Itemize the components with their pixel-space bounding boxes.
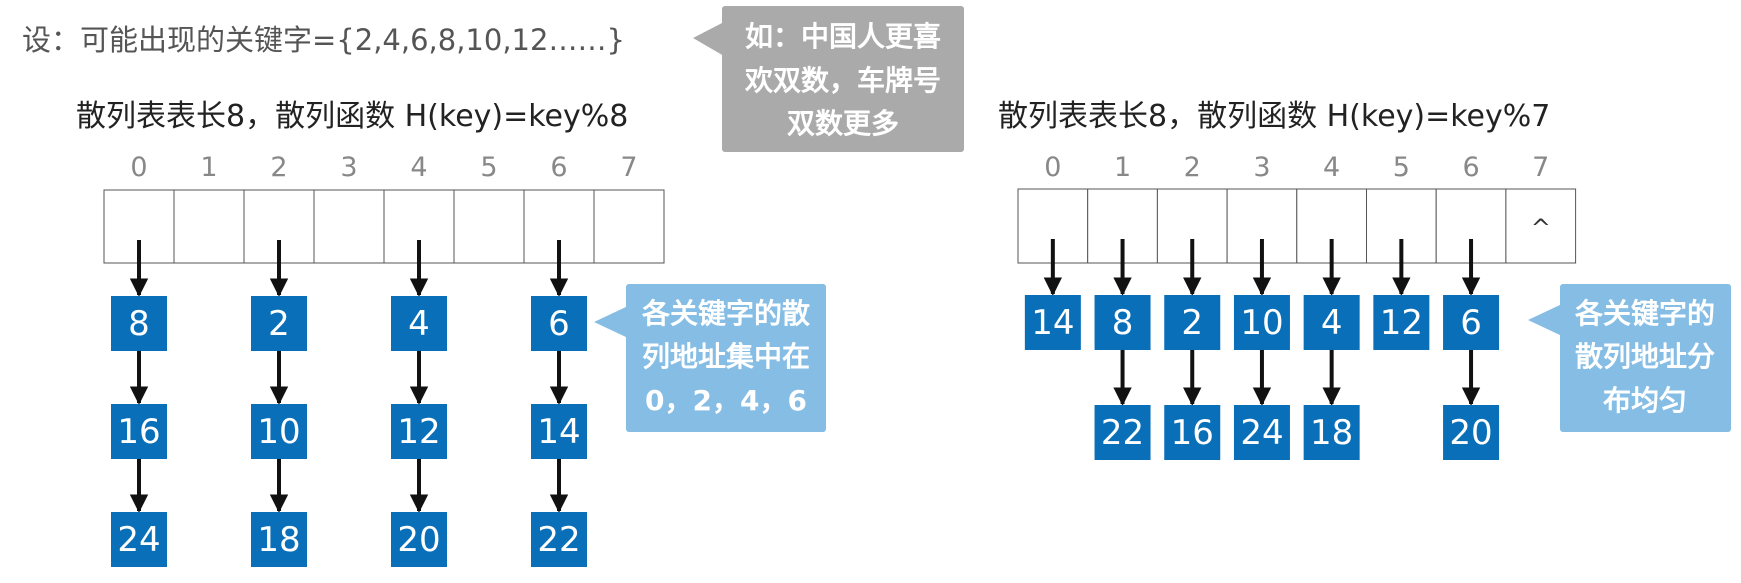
chain-node-key: 4 — [408, 304, 430, 344]
right-callout-pointer — [1528, 304, 1562, 336]
chain-node-key: 14 — [1031, 303, 1074, 343]
tooltip-top-line-1: 如：中国人更喜 — [745, 20, 941, 53]
slot-index-label: 2 — [270, 152, 287, 183]
chain-node-key: 2 — [268, 304, 290, 344]
chain-node-key: 4 — [1321, 303, 1343, 343]
left-callout-box — [626, 284, 826, 432]
chain-node — [251, 296, 307, 351]
slot-index-label: 6 — [550, 152, 567, 183]
empty-bucket-marker: ^ — [1531, 214, 1551, 242]
chain-node — [1024, 295, 1081, 350]
chain-node-key: 20 — [1449, 413, 1492, 453]
tooltip-top-line-3: 双数更多 — [787, 107, 899, 140]
chain-node — [531, 512, 587, 567]
chain-node — [391, 404, 447, 459]
slot-index-label: 1 — [1114, 152, 1131, 183]
chain-node — [1233, 295, 1290, 350]
chain-node — [1373, 295, 1430, 350]
chain-node — [1164, 295, 1221, 350]
chain-node-key: 12 — [397, 412, 440, 452]
chain-node-key: 12 — [1380, 303, 1423, 343]
chain-node — [1233, 405, 1290, 460]
chain-node — [1164, 405, 1221, 460]
slot-index-label: 4 — [1323, 152, 1340, 183]
chain-node — [391, 512, 447, 567]
right-table-title: 散列表表长8，散列函数 H(key)=key%7 — [998, 99, 1550, 134]
chain-node-key: 8 — [128, 304, 150, 344]
left-table-title: 散列表表长8，散列函数 H(key)=key%8 — [76, 99, 628, 134]
tooltip-top: 如：中国人更喜 欢双数，车牌号 双数更多 — [693, 6, 964, 152]
chain-node — [391, 296, 447, 351]
right-callout-line-1: 各关键字的 — [1574, 297, 1715, 330]
left-callout-line-3: 0，2，4，6 — [645, 384, 807, 417]
chain-node — [1094, 295, 1151, 350]
chain-node-key: 22 — [537, 520, 580, 560]
bucket-cell — [313, 189, 385, 264]
chain-node-key: 18 — [257, 520, 300, 560]
chain-node-key: 10 — [1240, 303, 1283, 343]
chain-node — [111, 512, 167, 567]
slot-index-label: 2 — [1184, 152, 1201, 183]
bucket-cell — [593, 189, 665, 264]
slot-index-label: 5 — [1393, 152, 1410, 183]
tooltip-top-line-2: 欢双数，车牌号 — [744, 64, 941, 97]
left-callout-line-1: 各关键字的散 — [641, 297, 810, 330]
slot-index-label: 7 — [1532, 152, 1549, 183]
slot-index-label: 4 — [410, 152, 427, 183]
chain-node-key: 20 — [397, 520, 440, 560]
chain-node-key: 10 — [257, 412, 300, 452]
chain-node — [251, 404, 307, 459]
chain-node — [531, 404, 587, 459]
right-callout-line-3: 布均匀 — [1603, 384, 1687, 417]
slot-index-label: 3 — [1253, 152, 1270, 183]
chain-node — [111, 404, 167, 459]
right-callout: 各关键字的 散列地址分 布均匀 — [1528, 284, 1731, 432]
chain-node-key: 14 — [537, 412, 580, 452]
bucket-cell — [173, 189, 245, 264]
right-callout-line-2: 散列地址分 — [1575, 340, 1715, 373]
slot-index-label: 6 — [1462, 152, 1479, 183]
premise-text: 设：可能出现的关键字={2,4,6,8,10,12……} — [22, 23, 625, 57]
chain-node — [111, 296, 167, 351]
chain-node — [1303, 405, 1360, 460]
slot-index-label: 1 — [200, 152, 217, 183]
slot-index-label: 0 — [1044, 152, 1061, 183]
tooltip-top-pointer — [693, 22, 724, 56]
chain-node — [1303, 295, 1360, 350]
chain-node-key: 18 — [1310, 413, 1353, 453]
chain-node — [1094, 405, 1151, 460]
chain-node-key: 24 — [117, 520, 160, 560]
slot-index-label: 5 — [480, 152, 497, 183]
chain-node — [251, 512, 307, 567]
chain-node-key: 22 — [1101, 413, 1144, 453]
slot-index-label: 3 — [340, 152, 357, 183]
left-callout: 各关键字的散 列地址集中在 0，2，4，6 — [594, 284, 826, 432]
chain-node-key: 8 — [1112, 303, 1134, 343]
slot-index-label: 0 — [130, 152, 147, 183]
slot-index-label: 7 — [620, 152, 637, 183]
chain-node-key: 16 — [117, 412, 160, 452]
chain-node-key: 2 — [1181, 303, 1203, 343]
chain-node-key: 6 — [548, 304, 570, 344]
left-callout-pointer — [594, 306, 628, 338]
right-callout-box — [1560, 284, 1731, 432]
left-callout-line-2: 列地址集中在 — [642, 340, 810, 373]
chain-node-key: 16 — [1171, 413, 1214, 453]
chain-node — [1443, 405, 1500, 460]
bucket-cell — [1505, 188, 1577, 264]
chain-node — [1443, 295, 1500, 350]
bucket-cell — [453, 189, 525, 264]
chain-node-key: 24 — [1240, 413, 1283, 453]
chain-node-key: 6 — [1460, 303, 1482, 343]
chain-node — [531, 296, 587, 351]
tooltip-top-box — [722, 6, 964, 152]
